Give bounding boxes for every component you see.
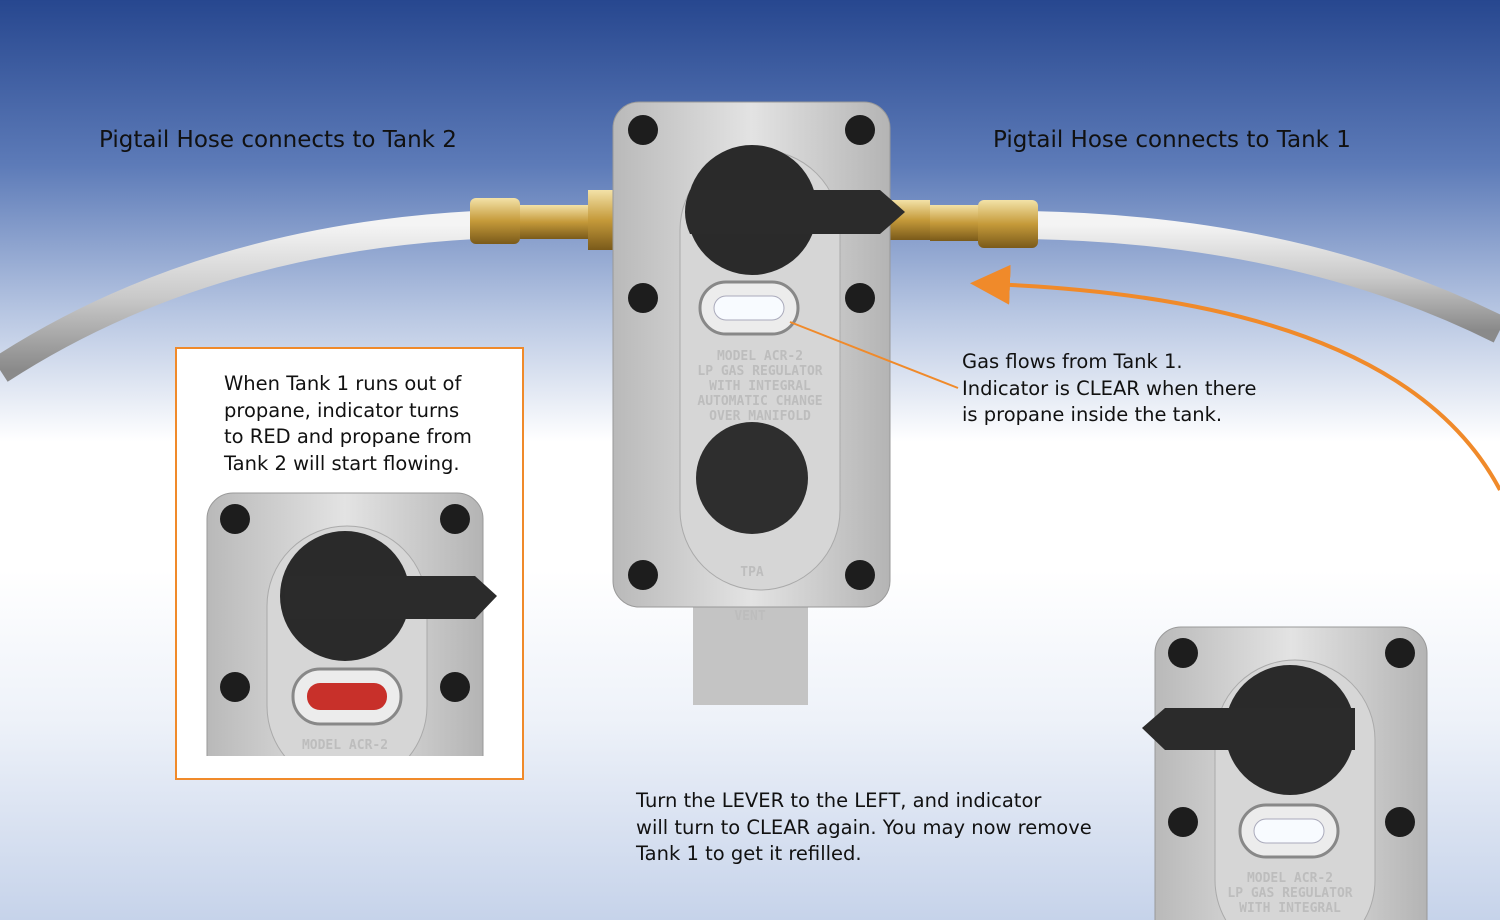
embossing-line: MODEL ACR-2 (1247, 871, 1333, 886)
embossing-line: AUTOMATIC CHANGE (697, 394, 822, 409)
embossing-line: WITH INTEGRAL (1239, 901, 1341, 916)
screw-icons (628, 115, 875, 590)
embossing-line: MODEL ACR-2 (717, 349, 803, 364)
tank1-hose-label: Pigtail Hose connects to Tank 1 (993, 127, 1351, 153)
hose-tank1 (1029, 211, 1500, 343)
regulator-red-indicator: MODEL ACR-2 (206, 492, 497, 756)
vent-label: VENT (734, 609, 765, 624)
note-line: will turn to CLEAR again. You may now re… (636, 815, 1092, 839)
logo: TPA (740, 565, 764, 580)
gas-flow-note: Gas flows from Tank 1. Indicator is CLEA… (962, 349, 1256, 429)
indicator-pointer (789, 321, 959, 389)
flow-arrow (970, 264, 1500, 491)
note-line: to RED and propane from (224, 425, 472, 448)
embossing-line: LP GAS REGULATOR (1227, 886, 1352, 901)
embossing-line: MODEL ACR-2 (302, 738, 388, 753)
note-line: Gas flows from Tank 1. (962, 350, 1183, 373)
note-line: is propane inside the tank. (962, 403, 1223, 426)
hose-tank2 (0, 211, 476, 382)
note-line: Turn the LEVER to the LEFT, and indicato… (636, 789, 1042, 812)
tank-empty-inset: When Tank 1 runs out of propane, indicat… (175, 347, 524, 780)
lever-note: Turn the LEVER to the LEFT, and indicato… (636, 788, 1092, 868)
note-line: When Tank 1 runs out of (224, 372, 462, 395)
embossing-line: WITH INTEGRAL (709, 379, 811, 394)
fitting-right (890, 200, 1038, 248)
embossing-line: LP GAS REGULATOR (697, 364, 822, 379)
note-line: Tank 1 to get it refilled. (636, 842, 862, 865)
embossing-line: OVER MANIFOLD (709, 409, 811, 424)
main-regulator: MODEL ACR-2 LP GAS REGULATOR WITH INTEGR… (612, 101, 905, 705)
note-line: Indicator is CLEAR when there (962, 376, 1257, 400)
tank2-hose-label: Pigtail Hose connects to Tank 2 (99, 127, 457, 153)
note-line: propane, indicator turns (224, 398, 460, 422)
fitting-left (470, 190, 618, 250)
tank-empty-note: When Tank 1 runs out of propane, indicat… (224, 371, 472, 477)
regulator-lever-left: MODEL ACR-2 LP GAS REGULATOR WITH INTEGR… (1142, 626, 1428, 920)
note-line: Tank 2 will start flowing. (224, 451, 460, 475)
